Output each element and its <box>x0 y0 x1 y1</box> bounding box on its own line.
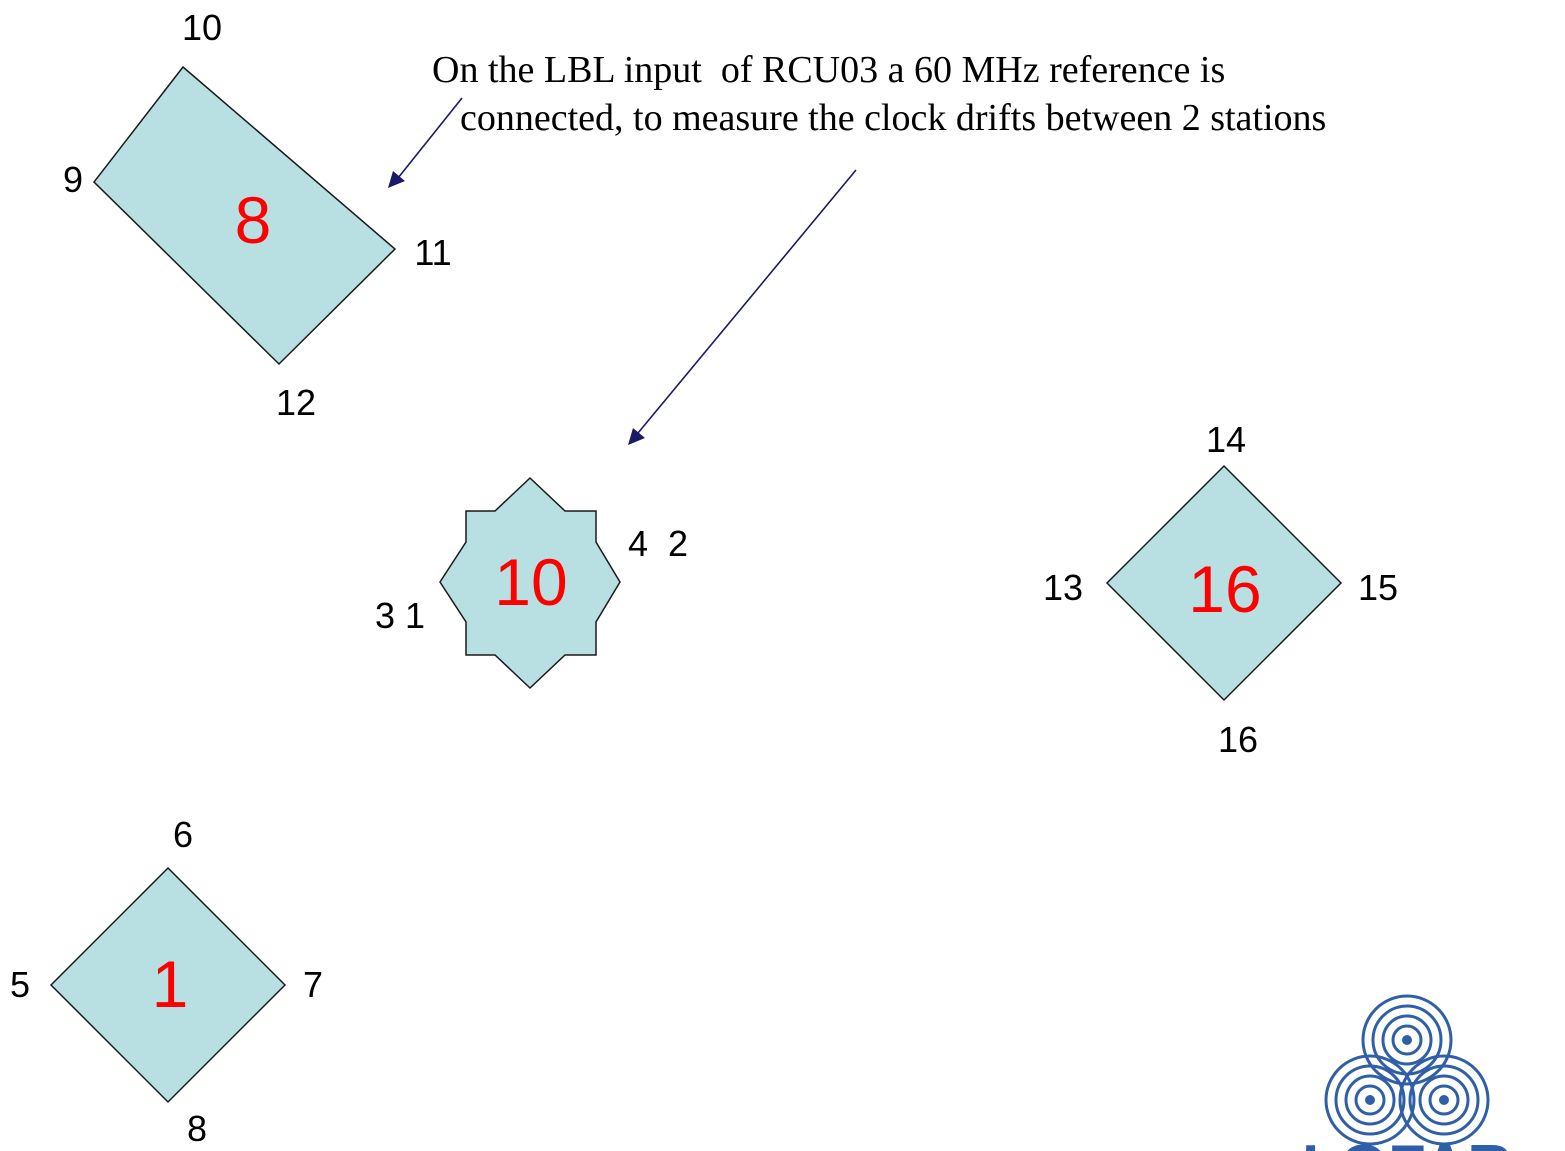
tile-10-number: 10 <box>494 545 567 619</box>
tile-8[interactable]: 8 10 9 11 12 <box>63 7 452 423</box>
tile-16-port-right: 15 <box>1358 567 1398 608</box>
tile-16-number: 16 <box>1188 552 1261 626</box>
tile-16-port-bottom: 16 <box>1218 719 1258 760</box>
tile-1-number: 1 <box>152 947 189 1021</box>
tile-10-shape <box>439 476 621 690</box>
tile-1-port-bottom: 8 <box>187 1108 207 1149</box>
tile-10[interactable]: 10 3 1 4 2 <box>375 476 688 690</box>
tile-1-port-right: 7 <box>303 964 323 1005</box>
tile-8-port-right: 11 <box>414 232 451 273</box>
arrow-to-tile-10 <box>628 169 857 445</box>
tile-16-shape <box>1105 464 1343 702</box>
logo-rings-left <box>1324 1054 1416 1146</box>
tile-8-port-left: 9 <box>63 159 83 200</box>
tile-1-port-left: 5 <box>10 964 30 1005</box>
logo-rings-right <box>1398 1054 1490 1146</box>
tile-10-port-left: 3 1 <box>375 595 425 636</box>
arrow-to-tile-8 <box>388 97 463 188</box>
logo-text: LOFAR <box>1302 1133 1512 1151</box>
tile-16[interactable]: 16 14 13 15 16 <box>1043 419 1398 760</box>
annotation-line-1: On the LBL input of RCU03 a 60 MHz refer… <box>432 49 1225 91</box>
tile-1-shape <box>49 866 287 1104</box>
tile-8-port-bottom: 12 <box>276 382 316 423</box>
tile-8-shape <box>92 65 397 366</box>
tile-1[interactable]: 1 6 5 7 8 <box>10 814 323 1149</box>
tile-16-port-left: 13 <box>1043 567 1083 608</box>
tile-1-port-top: 6 <box>173 814 193 855</box>
tile-8-port-top: 10 <box>182 7 222 48</box>
tile-10-port-right: 4 2 <box>628 523 688 564</box>
tile-8-number: 8 <box>235 183 272 257</box>
tile-16-port-top: 14 <box>1206 419 1246 460</box>
lofar-logo: LOFAR <box>1302 994 1512 1151</box>
logo-rings-top <box>1361 994 1453 1086</box>
annotation-line-2: connected, to measure the clock drifts b… <box>460 97 1326 139</box>
